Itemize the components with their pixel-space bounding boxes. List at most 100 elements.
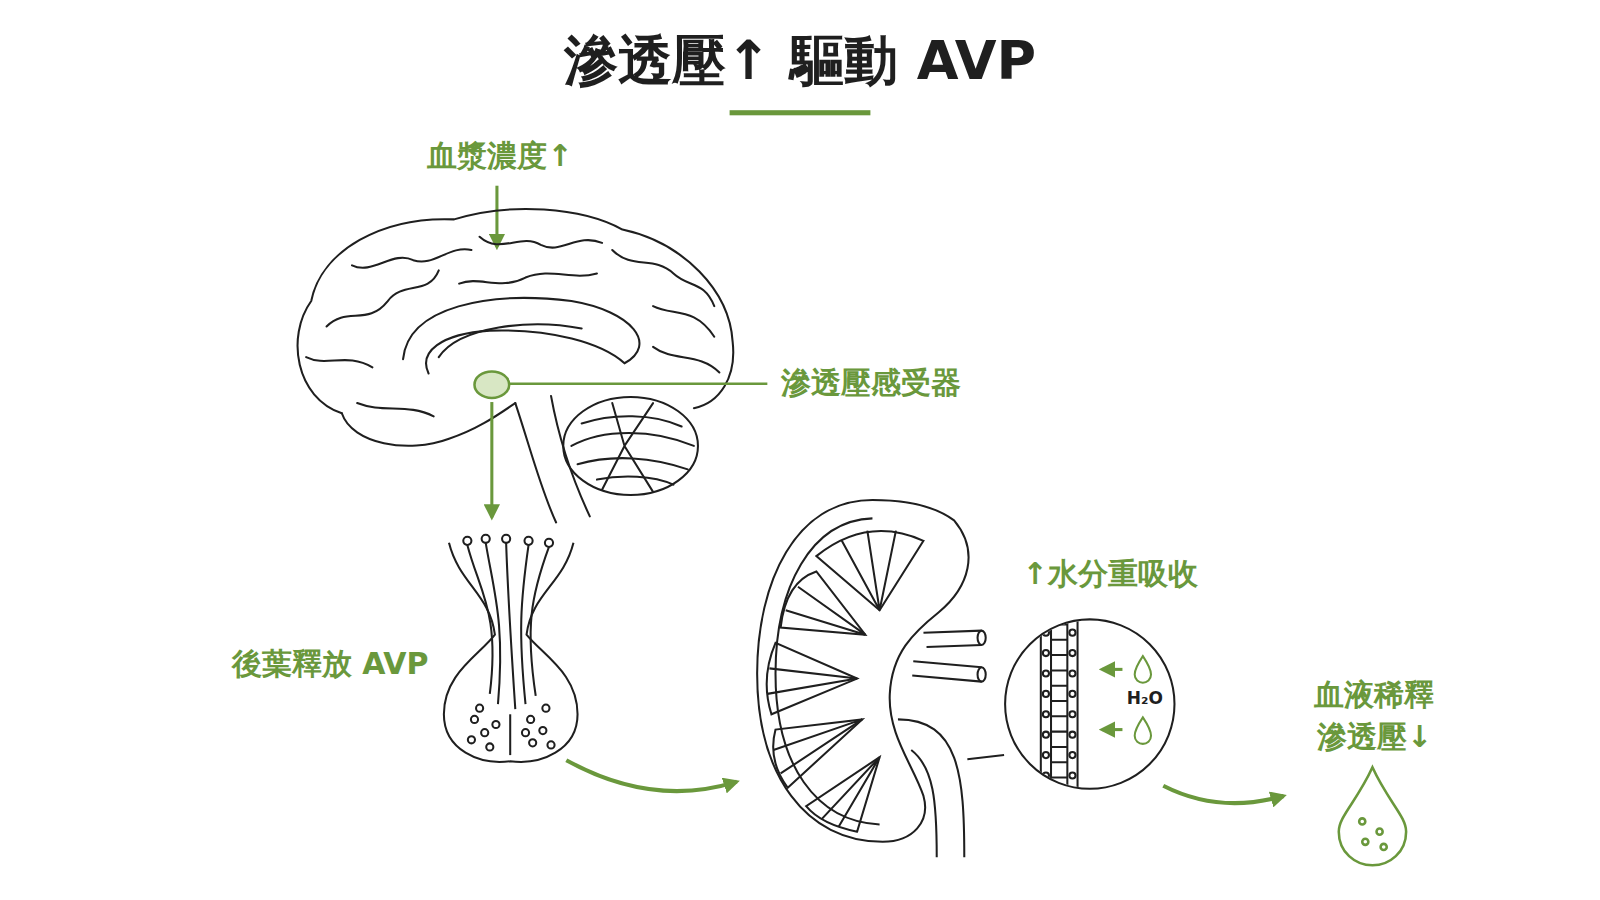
brain-drawing-part <box>342 403 515 446</box>
diagram-title: 滲透壓↑ 驅動 AVP <box>564 29 1036 94</box>
tubule-zoom-part <box>1102 728 1122 731</box>
tubule-zoom-part-part <box>1069 732 1075 738</box>
pituitary-drawing-part <box>527 716 534 723</box>
brain-drawing-part <box>439 324 582 357</box>
pituitary-drawing-part <box>529 739 536 746</box>
brain-drawing-part <box>480 237 602 248</box>
brain-drawing-part <box>459 273 597 283</box>
pituitary-drawing <box>444 535 578 762</box>
pituitary-drawing-part <box>481 729 488 736</box>
tubule-zoom-part <box>1005 619 1174 788</box>
kidney-drawing-part <box>767 668 857 694</box>
tubule-zoom-part-part <box>1041 612 1078 796</box>
tubule-zoom-part-part <box>1043 732 1049 738</box>
pituitary-drawing-part <box>542 705 549 712</box>
kidney-drawing-part <box>786 587 866 635</box>
brain-drawing-part <box>612 250 714 306</box>
tubule-zoom-part-part <box>1043 650 1049 656</box>
tubule-zoom-part-part <box>1043 630 1049 636</box>
pituitary-drawing-part <box>482 535 490 543</box>
brain-drawing-part <box>327 270 439 326</box>
annotation-label: 血液稀釋 滲透壓↓ <box>1305 674 1443 758</box>
brain-drawing-part <box>551 396 590 516</box>
tubule-zoom-part <box>1135 717 1151 744</box>
kidney-drawing-part <box>978 667 986 681</box>
kidney-drawing-part <box>923 631 981 647</box>
tubule-zoom-part-part <box>1043 691 1049 697</box>
pituitary-drawing-part <box>471 716 478 723</box>
title-underline <box>730 110 871 115</box>
tubule-zoom-part <box>1102 668 1122 671</box>
blood-droplet-part <box>1381 844 1387 850</box>
brain-drawing <box>298 209 734 522</box>
annotation-label: 滲透壓感受器 <box>781 365 961 401</box>
tubule-zoom-part-part <box>1043 772 1049 778</box>
pituitary-drawing-part <box>506 543 515 709</box>
leader-line <box>509 382 767 385</box>
tubule-zoom-part-part <box>1069 650 1075 656</box>
blood-droplet-part <box>1377 829 1383 835</box>
tubule-zoom-part-part <box>1043 670 1049 676</box>
pituitary-drawing-part <box>509 714 511 755</box>
blood-droplet-part <box>1359 818 1365 824</box>
pituitary-drawing-part <box>444 543 578 762</box>
tubule-zoom <box>1005 612 1174 796</box>
pituitary-drawing-part <box>522 729 529 736</box>
annotation-label: H₂O <box>1127 688 1163 708</box>
kidney-drawing-part <box>781 571 866 634</box>
pituitary-drawing-part <box>531 547 549 696</box>
pituitary-drawing-part <box>468 736 475 743</box>
kidney-drawing-part <box>806 757 879 831</box>
pituitary-drawing-part <box>521 545 528 704</box>
pituitary-drawing-part <box>492 721 499 728</box>
pituitary-drawing-part <box>545 539 553 547</box>
pituitary-drawing-part <box>524 537 532 545</box>
annotation-label: ↑水分重吸收 <box>1022 556 1197 592</box>
brain-drawing-part <box>563 397 698 495</box>
pituitary-drawing-part <box>467 545 492 694</box>
tubule-zoom-part-part <box>1069 772 1075 778</box>
kidney-drawing <box>757 500 1004 857</box>
flow-arrow <box>490 402 493 517</box>
brain-drawing-part <box>306 357 372 367</box>
blood-droplet-part <box>1339 767 1406 865</box>
brain-drawing-part <box>582 416 682 426</box>
blood-droplet-part <box>1362 839 1368 845</box>
kidney-drawing-part <box>816 531 923 610</box>
brain-drawing-part <box>653 306 714 337</box>
tubule-zoom-part-part <box>1069 752 1075 758</box>
annotation-label: 後葉釋放 AVP <box>232 646 429 682</box>
tubule-zoom-part <box>1041 612 1078 796</box>
tubule-zoom-part-part <box>1069 670 1075 676</box>
kidney-drawing-part <box>767 643 857 714</box>
pituitary-drawing-part <box>547 741 554 748</box>
blood-droplet <box>1339 767 1406 865</box>
tubule-zoom-part-part <box>1069 691 1075 697</box>
tubule-zoom-part-part <box>1043 752 1049 758</box>
brain-drawing-part <box>403 298 639 373</box>
tubule-zoom-part-part <box>1069 711 1075 717</box>
osmoreceptor-spot <box>474 371 509 398</box>
kidney-drawing-part <box>911 750 937 857</box>
kidney-drawing-part <box>842 531 896 611</box>
kidney-drawing-part <box>978 631 986 645</box>
pituitary-drawing-part <box>486 743 493 750</box>
flow-arrow <box>495 186 498 247</box>
tubule-zoom-part <box>1135 656 1151 683</box>
pituitary-drawing-part <box>476 705 483 712</box>
flow-arrow <box>566 760 736 791</box>
pituitary-drawing-part <box>502 535 510 543</box>
brain-drawing-part <box>653 347 719 373</box>
brain-drawing-part <box>357 403 434 416</box>
pituitary-drawing-part <box>486 543 501 704</box>
annotation-label: 血漿濃度↑ <box>427 138 572 174</box>
kidney-drawing-part <box>912 661 981 681</box>
flow-arrow <box>1163 786 1283 803</box>
kidney-drawing-part <box>757 500 968 842</box>
brain-drawing-part <box>515 403 556 522</box>
tubule-zoom-part-part <box>1051 624 1067 777</box>
tubule-zoom-part-part <box>1069 630 1075 636</box>
kidney-drawing-part <box>773 719 862 773</box>
pituitary-drawing-part <box>539 727 546 734</box>
